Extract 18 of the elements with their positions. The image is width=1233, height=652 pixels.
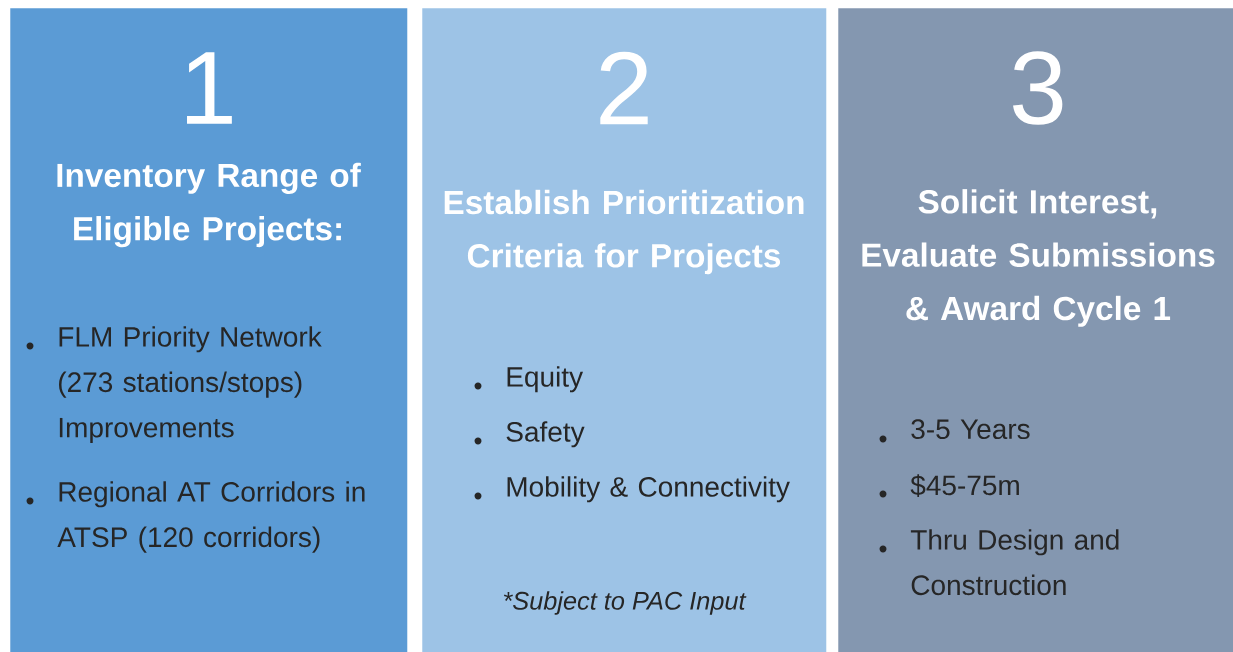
bullet-text: FLM Priority Network (273 stations/stops) Improvements xyxy=(59,326,322,444)
bullet-text: $45-75m xyxy=(910,474,1019,497)
bullet-text: Mobility & Connectivity xyxy=(507,476,790,503)
panel xyxy=(422,8,827,652)
bullet-text: Regional AT Corridors in ATSP (120 corridors) xyxy=(57,481,365,553)
step-number: 2 xyxy=(600,51,648,125)
heading: Inventory Range of Eligible Projects: xyxy=(57,162,361,248)
step-number: 1 xyxy=(187,52,232,124)
footnote: *Subject to PAC Input xyxy=(503,591,747,615)
heading: Solicit Interest, Evaluate Submissions & Award Cycle 1 xyxy=(862,189,1215,327)
bullet-text: Thru Design and Construction xyxy=(910,529,1119,596)
bullet-text: Equity xyxy=(507,366,584,393)
heading: Establish Prioritization Criteria for Projects xyxy=(444,189,804,275)
bullet-text: Safety xyxy=(506,421,585,448)
step-number: 3 xyxy=(1013,51,1063,125)
panel xyxy=(10,8,408,652)
bullet-text: 3-5 Years xyxy=(911,419,1030,440)
panel xyxy=(838,8,1233,652)
